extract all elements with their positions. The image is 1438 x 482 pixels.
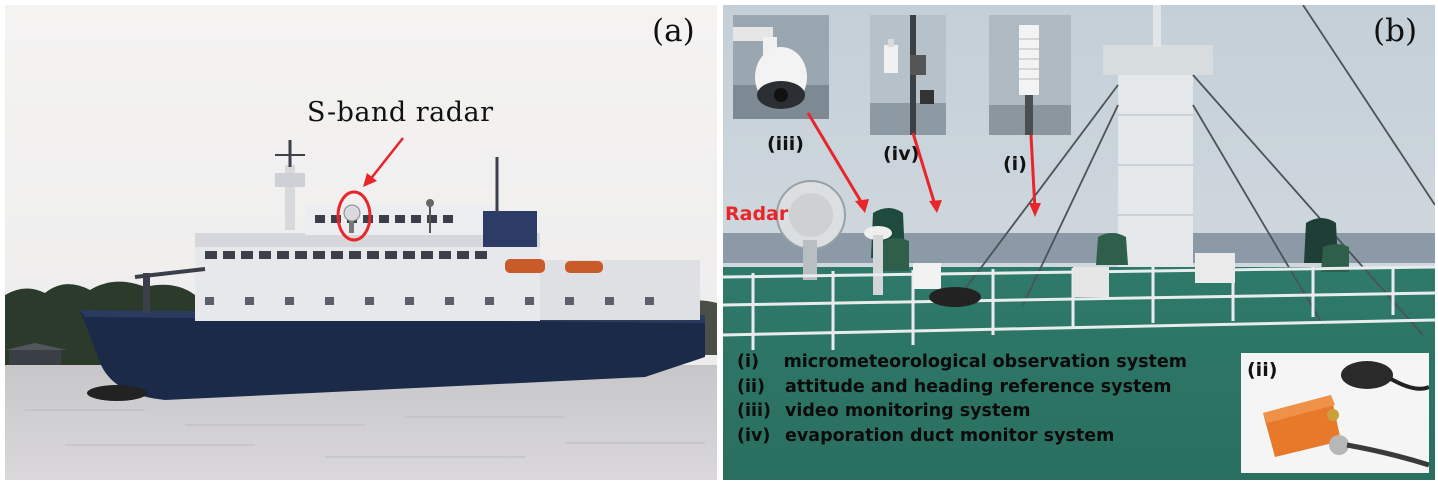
inset-video-tag: (iii) xyxy=(767,133,804,155)
legend-key: (iii) xyxy=(737,401,771,421)
inset-evaporation-duct-photo xyxy=(870,15,946,135)
radar-highlight-circle xyxy=(336,190,372,242)
s-band-radar-annotation: S-band radar xyxy=(307,97,494,128)
legend-text: micrometeorological observation system xyxy=(783,352,1187,372)
inset-micromet-tag: (i) xyxy=(1003,153,1027,175)
legend-key: (i) xyxy=(737,352,759,372)
radar-pointer-arrow xyxy=(368,137,404,182)
panel-b-label: (b) xyxy=(1373,13,1418,49)
system-legend: (i) micrometeorological observation syst… xyxy=(737,350,1187,448)
legend-text: evaporation duct monitor system xyxy=(785,425,1115,446)
inset-video-camera-photo xyxy=(733,15,829,119)
panel-a-label: (a) xyxy=(652,13,695,49)
legend-key: (ii) xyxy=(737,376,765,397)
inset-evaporation-tag: (iv) xyxy=(883,143,920,165)
radar-label: Radar xyxy=(725,203,789,225)
legend-row: (iv) evaporation duct monitor system xyxy=(737,424,1187,449)
legend-row: (i) micrometeorological observation syst… xyxy=(737,350,1187,375)
panel-b-deck-photo: (iii) (iv) (i) xyxy=(723,5,1435,480)
inset-micrometeorological-photo xyxy=(989,15,1071,135)
inset-attitude-heading-photo: (ii) xyxy=(1241,353,1429,473)
legend-row: (ii) attitude and heading reference syst… xyxy=(737,375,1187,400)
inset-attitude-tag: (ii) xyxy=(1247,359,1278,381)
legend-row: (iii) video monitoring system xyxy=(737,399,1187,424)
panel-a-ship-photo: S-band radar (a) xyxy=(5,5,717,480)
ship-photo xyxy=(5,5,717,480)
legend-text: video monitoring system xyxy=(785,401,1031,421)
legend-text: attitude and heading reference system xyxy=(785,376,1172,397)
legend-key: (iv) xyxy=(737,425,771,446)
